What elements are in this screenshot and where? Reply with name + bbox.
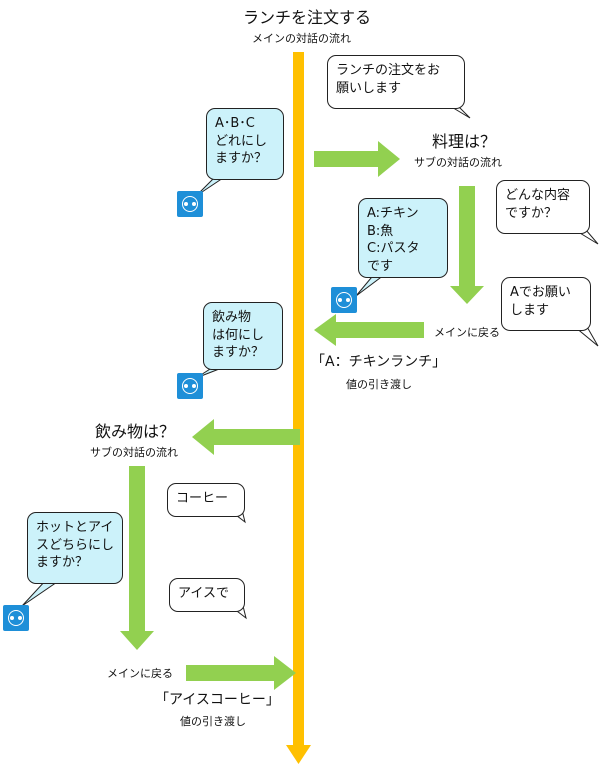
- sub2-return-label: メインに戻る: [107, 667, 173, 680]
- sub2-title: 飲み物は？: [95, 422, 176, 441]
- user-bubble-coffee-text: コーヒー: [176, 491, 229, 506]
- arrow-to-sub1: [314, 141, 400, 177]
- bot-bubble-drink: 飲み物 は何にし ますか？: [203, 302, 283, 370]
- main-flow-arrow: [286, 52, 311, 764]
- bot-icon: [3, 605, 29, 631]
- user-bubble-ice-text: アイスで: [178, 586, 229, 601]
- arrow-sub2-down: [120, 466, 154, 650]
- user-bubble-lunch-request-text: ランチの注文をお 願いします: [336, 63, 441, 96]
- user-bubble-content-text: どんな内容 ですか？: [505, 188, 571, 221]
- bot-bubble-hot-ice-text: ホットとアイ スどちらにし ますか？: [36, 520, 115, 571]
- arrow-sub1-down: [450, 186, 484, 304]
- bot-icon: [331, 287, 357, 313]
- bot-bubble-abc-text: A･B･C どれにし ますか？: [215, 116, 268, 167]
- user-bubble-ice: アイスで: [169, 578, 245, 612]
- bot-icon: [177, 191, 203, 217]
- sub1-return-label: メインに戻る: [434, 326, 500, 339]
- user-bubble-answer-a: Aでお願い します: [501, 277, 591, 331]
- sub1-value-label: 「A：チキンランチ」: [311, 354, 447, 370]
- bot-bubble-menu: A:チキン B:魚 C:パスタ です: [358, 198, 448, 278]
- main-flow-title: ランチを注文する: [243, 8, 372, 27]
- bot-bubble-drink-text: 飲み物 は何にし ますか？: [212, 310, 265, 361]
- bot-icon: [177, 373, 203, 399]
- bot-bubble-abc: A･B･C どれにし ますか？: [206, 108, 284, 180]
- sub1-subtitle: サブの対話の流れ: [414, 156, 502, 169]
- user-bubble-answer-a-text: Aでお願い します: [510, 285, 571, 318]
- sub2-subtitle: サブの対話の流れ: [90, 446, 178, 459]
- sub2-value-label: 「アイスコーヒー」: [155, 692, 280, 708]
- arrow-back-to-main-2: [186, 656, 296, 690]
- bot-bubble-menu-text: A:チキン B:魚 C:パスタ です: [367, 206, 420, 274]
- sub2-arrows: [120, 419, 300, 690]
- sub1-title: 料理は？: [432, 132, 497, 151]
- arrow-to-sub2: [192, 419, 300, 455]
- user-bubble-lunch-request: ランチの注文をお 願いします: [327, 55, 465, 109]
- sub1-arrows: [314, 141, 484, 346]
- user-bubble-content: どんな内容 ですか？: [496, 180, 590, 234]
- bot-bubble-hot-ice: ホットとアイ スどちらにし ますか？: [27, 512, 123, 584]
- sub1-value-caption: 値の引き渡し: [346, 378, 412, 391]
- sub2-value-caption: 値の引き渡し: [180, 715, 246, 728]
- user-bubble-coffee: コーヒー: [167, 483, 245, 517]
- arrow-back-to-main-1: [314, 314, 424, 346]
- main-flow-subtitle: メインの対話の流れ: [252, 32, 351, 45]
